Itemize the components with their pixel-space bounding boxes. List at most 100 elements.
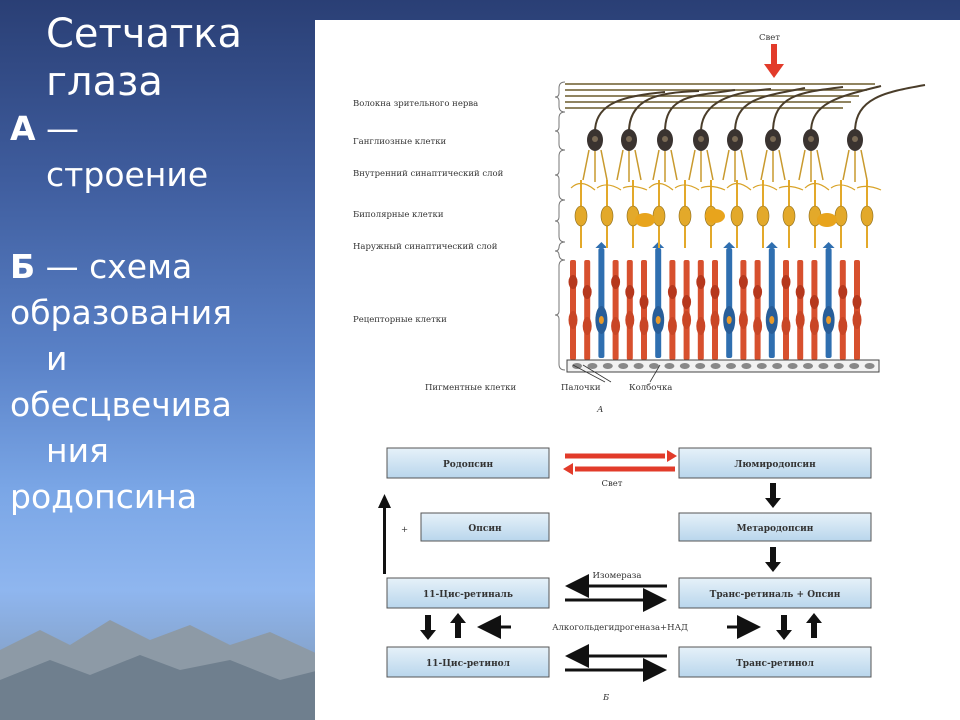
pigment-cell xyxy=(772,363,783,369)
horizontal-link xyxy=(596,184,622,191)
cone-cell xyxy=(768,248,775,358)
rod-nucleus xyxy=(667,285,677,299)
layer-label-outer-synaptic: Наружный синаптический слой xyxy=(353,242,498,252)
rod-nucleus xyxy=(696,275,706,289)
ganglion-nucleus xyxy=(808,136,814,142)
bipolar-cell xyxy=(574,205,588,227)
pigment-cell xyxy=(864,363,875,369)
pigment-cell xyxy=(679,363,690,369)
rod-cell xyxy=(641,260,647,360)
light-arrow-icon xyxy=(764,44,784,78)
slide-text-block: Сетчатка глаза А — строение Б — схема об… xyxy=(10,10,310,520)
ganglion-dendrites xyxy=(722,149,748,182)
rod-nucleus xyxy=(639,295,649,309)
section-a: А — строение xyxy=(10,106,310,198)
rod-nucleus xyxy=(809,295,819,309)
slide-title: Сетчатка глаза xyxy=(46,10,310,106)
bipolar-cell xyxy=(600,205,614,227)
figure-panel: Свет Волокна зрительного нерва Ганглиозн… xyxy=(315,20,960,720)
pigment-cell xyxy=(649,363,659,369)
section-b-line-3: и xyxy=(46,339,68,378)
pigment-layer xyxy=(566,359,880,383)
layer-braces xyxy=(554,81,566,371)
horizontal-link xyxy=(830,184,856,191)
arrows-isomerase xyxy=(565,574,667,612)
ganglion-dendrites xyxy=(798,149,824,182)
section-a-text: строение xyxy=(46,155,209,194)
box-trans-retinol-label: Транс-ретинол xyxy=(736,659,814,669)
horizontal-link xyxy=(752,184,778,191)
rod-segment xyxy=(639,317,649,335)
layer-label-nerve-fibers: Волокна зрительного нерва xyxy=(353,99,478,109)
section-a-letter: А xyxy=(10,109,36,148)
title-line-2: глаза xyxy=(46,59,163,105)
layer-brace xyxy=(554,199,566,243)
bottom-label-rods: Палочки xyxy=(561,383,601,393)
rod-cell xyxy=(683,260,690,360)
pigment-cell xyxy=(587,363,598,369)
pigment-cell xyxy=(803,363,813,369)
pigment-band xyxy=(566,359,880,373)
ganglion-nucleus xyxy=(770,136,776,142)
ganglion-axon xyxy=(772,86,844,133)
layer-label-ganglion-cells: Ганглиозные клетки xyxy=(353,137,447,147)
rod-segment xyxy=(582,317,592,335)
rod-segment xyxy=(682,311,692,329)
bottom-label-pigment: Пигментные клетки xyxy=(425,383,516,393)
ganglion-dendrites xyxy=(842,149,868,182)
bipolar-cell xyxy=(678,205,692,227)
pigment-cell xyxy=(572,363,582,369)
rod-segment xyxy=(838,317,848,335)
ganglion-dendrites xyxy=(688,149,714,182)
horizontal-link xyxy=(856,185,882,191)
plus-sign: + xyxy=(401,525,408,535)
cone-cell xyxy=(598,248,605,358)
arrow-meta-to-trans xyxy=(765,547,781,572)
ganglion-dendrites xyxy=(760,149,786,182)
cone-tip xyxy=(822,242,835,248)
rod-segment xyxy=(696,317,706,335)
rod-segment xyxy=(781,317,791,335)
cone-tip xyxy=(765,242,778,248)
cone-nucleus xyxy=(655,316,661,324)
box-rhodopsin: Родопсин xyxy=(386,447,550,479)
box-metarhodopsin-label: Метародопсин xyxy=(737,524,814,534)
layer-brace xyxy=(554,259,566,371)
rod-nucleus xyxy=(625,285,635,299)
layer-brace xyxy=(554,149,566,201)
ganglion-nucleus xyxy=(626,136,632,142)
rod-cell xyxy=(797,260,804,360)
layer-label-inner-synaptic: Внутренний синаптический слой xyxy=(353,169,504,179)
rhodopsin-cycle-diagram: Родопсин Люмиродопсин Опсин Метародопсин… xyxy=(378,447,872,703)
pigment-cell xyxy=(726,363,736,369)
cone-cell xyxy=(726,248,733,358)
arrow-up-to-rhodopsin xyxy=(378,494,391,574)
rod-segment xyxy=(611,317,621,335)
rod-nucleus xyxy=(838,285,848,299)
rod-cell xyxy=(854,260,860,360)
pigment-cell xyxy=(818,363,829,369)
box-lumirhodopsin-label: Люмиродопсин xyxy=(734,460,816,470)
cone-cell xyxy=(655,248,662,358)
ganglion-nucleus xyxy=(662,136,668,142)
pigment-cell xyxy=(602,363,613,369)
amacrine-cell xyxy=(635,213,655,227)
rod-nucleus xyxy=(738,275,748,289)
ganglion-nucleus xyxy=(852,136,858,142)
box-trans-retinal-opsin-label: Транс-ретиналь + Опсин xyxy=(710,590,841,600)
ganglion-axon xyxy=(700,88,772,133)
ganglion-axon xyxy=(810,85,882,133)
cone-tip xyxy=(723,242,736,248)
pigment-cell xyxy=(787,363,798,369)
layer-brace xyxy=(554,241,566,261)
layer-label-receptor-cells: Рецепторные клетки xyxy=(353,315,447,325)
rod-cell xyxy=(626,260,633,360)
retina-light-label: Свет xyxy=(759,33,780,43)
retina-structure-diagram: Свет Волокна зрительного нерва Ганглиозн… xyxy=(353,33,926,415)
horizontal-link xyxy=(700,185,726,191)
box-cis-retinol-label: 11-Цис-ретинол xyxy=(426,659,511,669)
arrows-retinal-retinol-left xyxy=(420,613,466,640)
pigment-cell xyxy=(618,363,629,369)
cone-nucleus xyxy=(769,316,775,324)
cone-cell xyxy=(825,248,832,358)
